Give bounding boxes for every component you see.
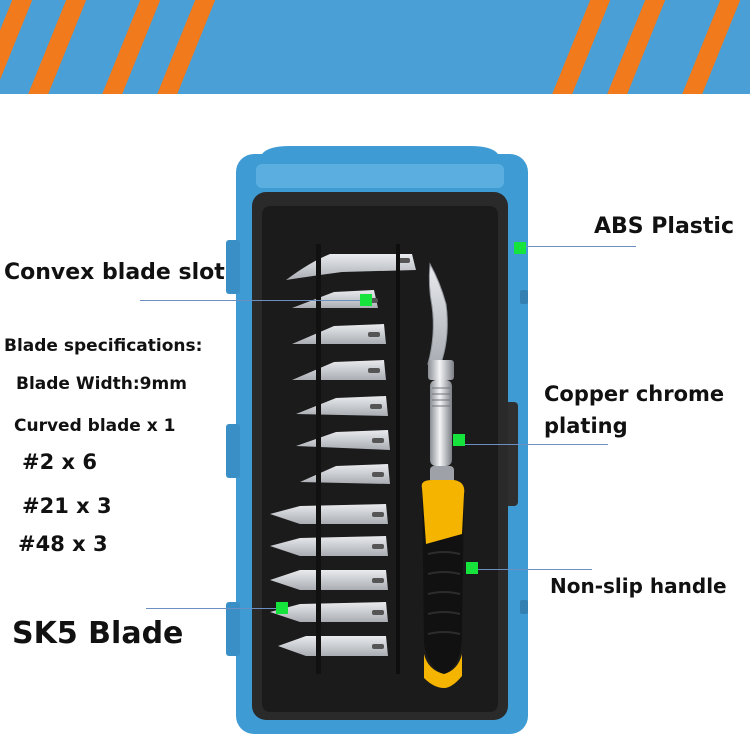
label-non-slip: Non-slip handle (550, 574, 727, 598)
banner-stripe (95, 0, 165, 94)
banner-stripe (0, 0, 37, 94)
leader-convex (140, 300, 362, 301)
label-copper-1: Copper chrome (544, 382, 725, 406)
banner-stripe (675, 0, 745, 94)
leader-abs (520, 246, 636, 247)
label-abs-plastic: ABS Plastic (594, 214, 735, 239)
banner-stripe (545, 0, 615, 94)
top-banner (0, 0, 750, 94)
leader-sk5 (146, 608, 282, 609)
knife-case-illustration (226, 146, 528, 734)
label-convex-slot: Convex blade slot (4, 260, 225, 285)
label-blade-width: Blade Width:9mm (16, 374, 187, 394)
label-curved-blade: Curved blade x 1 (14, 416, 176, 436)
blade-rows (270, 244, 416, 674)
marker-nonslip (466, 562, 478, 574)
hobby-knife (421, 262, 465, 688)
product-stage: ABS Plastic Convex blade slot Blade spec… (0, 94, 750, 755)
leader-copper (458, 444, 608, 445)
marker-abs (514, 242, 526, 254)
leader-nonslip (472, 569, 592, 570)
label-no21: #21 x 3 (22, 494, 112, 518)
marker-copper (453, 434, 465, 446)
label-copper-2: plating (544, 414, 628, 438)
label-no2: #2 x 6 (22, 450, 97, 474)
marker-sk5 (276, 602, 288, 614)
marker-convex (360, 294, 372, 306)
label-no48: #48 x 3 (18, 532, 108, 556)
label-blade-specs: Blade specifications: (4, 336, 203, 356)
banner-stripe (600, 0, 670, 94)
label-sk5-blade: SK5 Blade (12, 616, 184, 651)
banner-stripe (21, 0, 91, 94)
banner-stripe (150, 0, 220, 94)
